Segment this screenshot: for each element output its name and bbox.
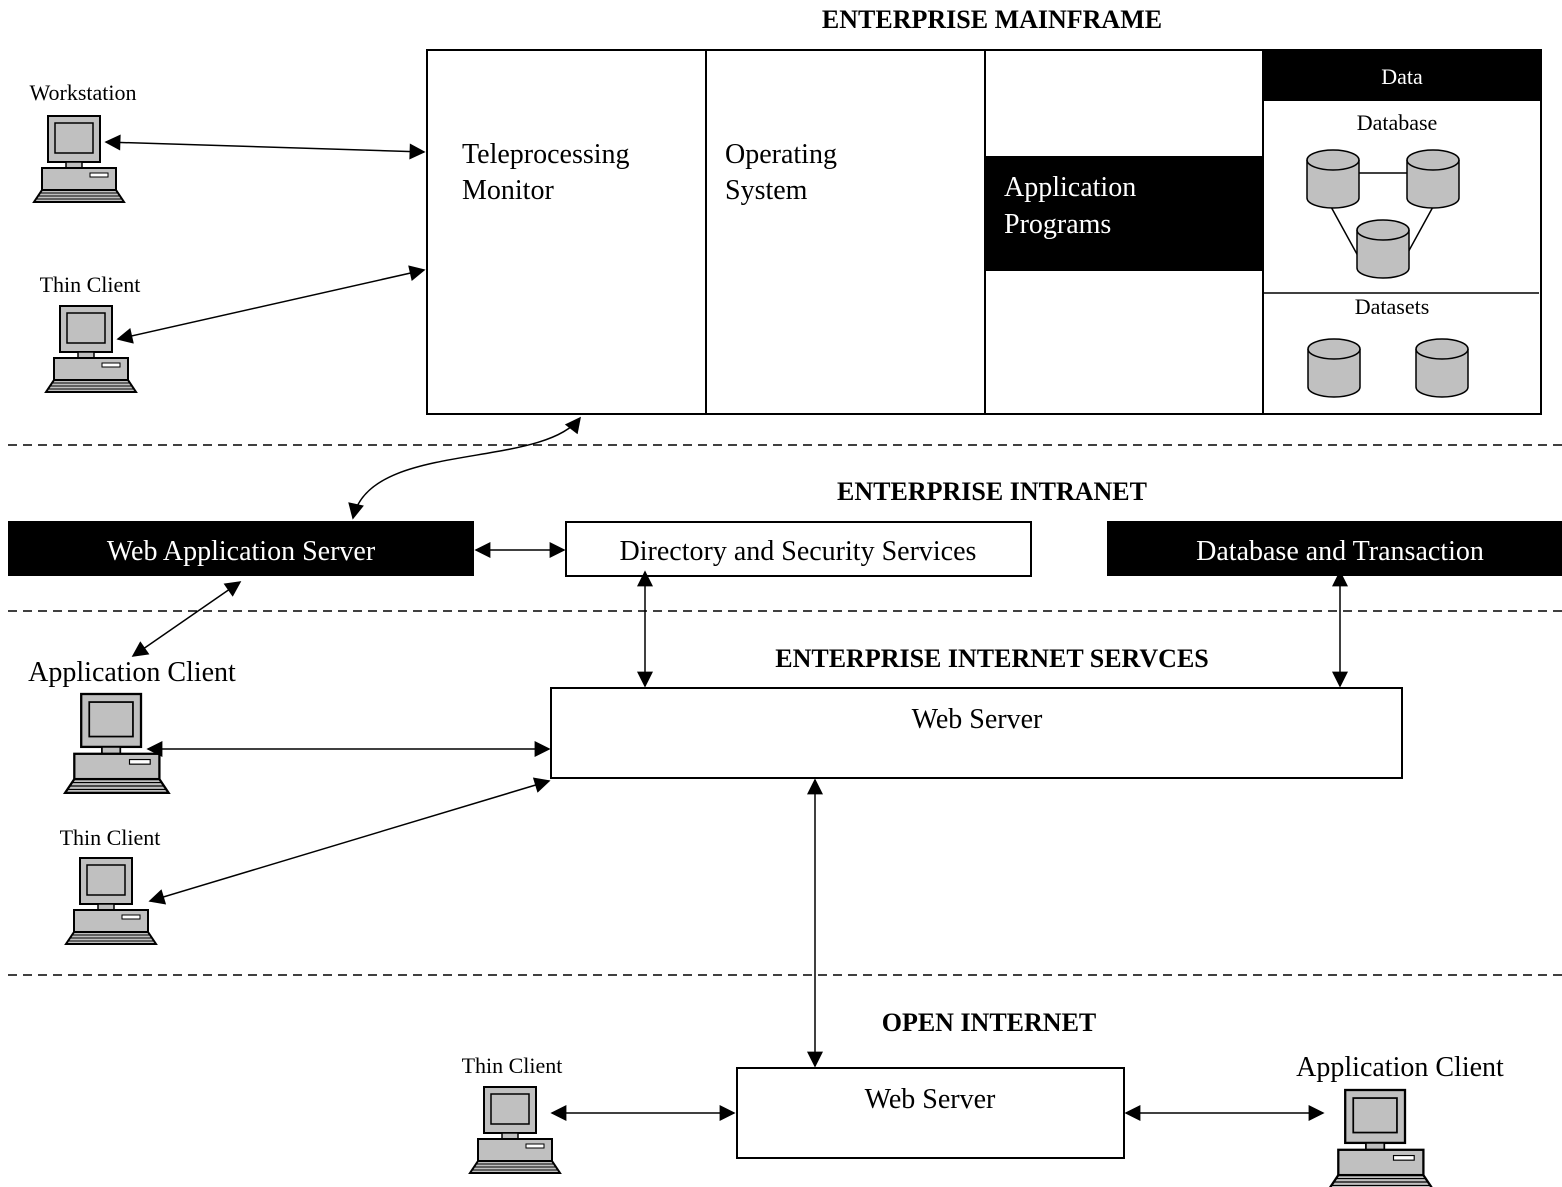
- connector-workstation-tp: [104, 134, 426, 160]
- connector-appclient-webapp: [131, 581, 242, 657]
- operating-system-label: Operating System: [725, 139, 837, 206]
- application-client-2-label: Application Client: [1296, 1052, 1504, 1083]
- open-web-server-box: Web Server: [736, 1067, 1125, 1159]
- connector-webapp-tp: [348, 416, 581, 520]
- database-transaction-box: Database and Transaction: [1107, 521, 1562, 576]
- svg-text:System: System: [725, 175, 808, 206]
- thin-client-2-label: Thin Client: [60, 825, 161, 850]
- zone-title-internet-services: ENTERPRISE INTERNET SERVCES: [775, 644, 1209, 673]
- data-header: Data: [1381, 64, 1423, 89]
- workstation-computer-icon: [33, 115, 125, 203]
- database-label: Database: [1357, 110, 1438, 135]
- svg-text:Directory and Security Service: Directory and Security Services: [620, 536, 977, 567]
- dataset-cylinder-2: [1415, 338, 1469, 398]
- thin-client-2-computer-icon: [65, 857, 157, 945]
- data-section: Data Database Datasets: [1263, 50, 1541, 398]
- web-server-box: Web Server: [550, 687, 1403, 779]
- thin-client-1-computer-icon: [45, 305, 137, 393]
- svg-text:Application: Application: [1004, 172, 1136, 203]
- application-client-2-computer-icon: [1327, 1088, 1434, 1187]
- dataset-cylinder-1: [1307, 338, 1361, 398]
- svg-text:Database and Transaction: Database and Transaction: [1196, 536, 1484, 567]
- thin-client-3-computer-icon: [469, 1086, 561, 1174]
- tp-monitor-label: Teleprocessing Monitor: [462, 139, 630, 206]
- database-cylinder-2: [1406, 149, 1460, 209]
- datasets-label: Datasets: [1355, 294, 1430, 319]
- directory-security-box: Directory and Security Services: [565, 521, 1032, 577]
- zone-title-mainframe: ENTERPRISE MAINFRAME: [822, 5, 1162, 34]
- workstation-label: Workstation: [30, 80, 137, 105]
- zone-title-open-internet: OPEN INTERNET: [882, 1008, 1097, 1037]
- svg-text:Operating: Operating: [725, 139, 837, 170]
- connector-thinclient2-webserver: [148, 777, 551, 905]
- svg-text:Web Server: Web Server: [912, 704, 1043, 735]
- database-cylinder-3: [1356, 219, 1410, 279]
- thin-client-1-label: Thin Client: [40, 272, 141, 297]
- application-programs-block: Application Programs: [985, 156, 1263, 271]
- application-client-1-computer-icon: [63, 692, 170, 795]
- svg-text:Web Server: Web Server: [865, 1084, 996, 1115]
- zone-title-intranet: ENTERPRISE INTRANET: [837, 477, 1147, 506]
- web-application-server-box: Web Application Server: [8, 521, 474, 576]
- database-cylinder-1: [1306, 149, 1360, 209]
- application-client-1-label: Application Client: [28, 657, 236, 688]
- connector-thinclient-tp: [116, 265, 426, 344]
- svg-text:Monitor: Monitor: [462, 175, 554, 206]
- svg-text:Teleprocessing: Teleprocessing: [462, 139, 630, 170]
- thin-client-3-label: Thin Client: [462, 1053, 563, 1078]
- svg-text:Programs: Programs: [1004, 209, 1111, 240]
- svg-text:Web Application Server: Web Application Server: [107, 536, 376, 567]
